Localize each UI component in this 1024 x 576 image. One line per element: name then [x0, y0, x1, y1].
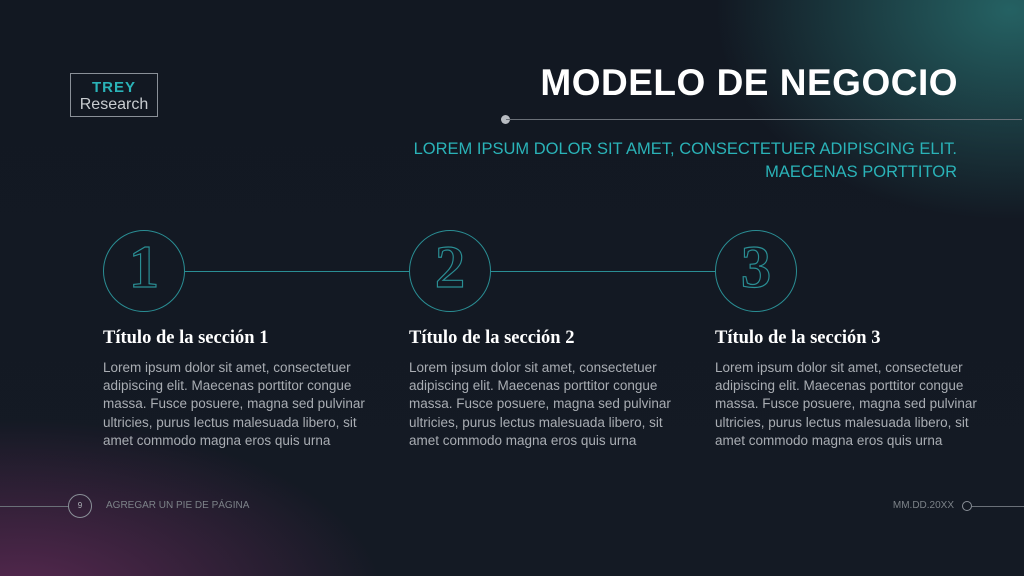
section-1-number: 1 — [129, 234, 159, 301]
section-1-number-circle: 1 — [103, 230, 185, 312]
section-3-number-glyph: 3 — [740, 233, 771, 301]
title-rule — [506, 119, 1022, 120]
section-2-title: Título de la sección 2 — [409, 328, 575, 348]
footer-rule-left — [0, 506, 68, 507]
section-2-number-glyph: 2 — [434, 233, 465, 301]
section-3-body: Lorem ipsum dolor sit amet, consectetuer… — [715, 360, 977, 448]
section-3-number-circle: 3 — [715, 230, 797, 312]
page-number: 9 — [68, 494, 92, 518]
section-2-body: Lorem ipsum dolor sit amet, consectetuer… — [409, 360, 671, 448]
footer-date-circle — [962, 501, 972, 511]
section-1-body: Lorem ipsum dolor sit amet, consectetuer… — [103, 360, 365, 448]
section-1-title: Título de la sección 1 — [103, 328, 269, 348]
section-3-number: 3 — [741, 234, 771, 301]
connector-line-1-2 — [185, 271, 410, 272]
logo-line-1: TREY — [91, 79, 136, 96]
footer-date: MM.DD.20XX — [892, 500, 954, 511]
trey-research-logo: TREY Research — [70, 73, 158, 117]
slide-subtitle: LOREM IPSUM DOLOR SIT AMET, CONSECTETUER… — [413, 140, 957, 181]
logo-line-2: Research — [79, 96, 149, 113]
section-3-title: Título de la sección 3 — [715, 328, 881, 348]
footer-rule-right — [972, 506, 1024, 507]
section-1-number-glyph: 1 — [128, 233, 159, 301]
title-rule-dot — [501, 115, 510, 124]
slide-title: MODELO DE NEGOCIO — [540, 62, 958, 103]
section-2-number: 2 — [435, 234, 465, 301]
footer-text: AGREGAR UN PIE DE PÁGINA — [106, 500, 250, 511]
connector-line-2-3 — [491, 271, 716, 272]
section-2-number-circle: 2 — [409, 230, 491, 312]
